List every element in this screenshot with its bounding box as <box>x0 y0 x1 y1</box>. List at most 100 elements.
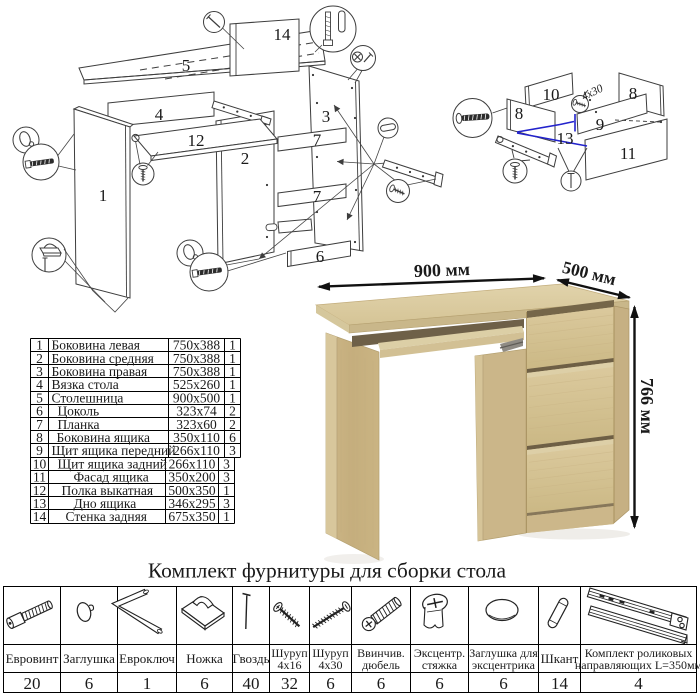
svg-text:Боковина правая: Боковина правая <box>52 364 148 379</box>
svg-text:2: 2 <box>241 149 250 168</box>
svg-text:Евроключ: Евроключ <box>119 651 175 666</box>
svg-text:дюбель: дюбель <box>362 658 400 672</box>
svg-text:Столешница: Столешница <box>52 390 124 405</box>
svg-text:3: 3 <box>223 470 230 485</box>
svg-text:1: 1 <box>229 364 236 379</box>
svg-text:6: 6 <box>316 247 325 266</box>
svg-text:11: 11 <box>33 470 46 485</box>
svg-text:Щит ящика передний: Щит ящика передний <box>52 443 176 458</box>
svg-text:3: 3 <box>223 496 230 511</box>
svg-text:323х60: 323х60 <box>176 417 217 432</box>
svg-text:32: 32 <box>281 674 298 693</box>
svg-text:направляющих L=350мм: направляющих L=350мм <box>575 658 700 672</box>
svg-text:6: 6 <box>85 674 94 693</box>
svg-text:10: 10 <box>33 456 47 471</box>
svg-text:Полка выкатная: Полка выкатная <box>62 483 154 498</box>
svg-text:Эксцентр.: Эксцентр. <box>414 646 465 660</box>
svg-text:Стенка задняя: Стенка задняя <box>66 509 148 524</box>
svg-text:346х295: 346х295 <box>168 496 216 511</box>
svg-text:Планка: Планка <box>58 417 100 432</box>
svg-text:500х350: 500х350 <box>168 483 216 498</box>
svg-text:3: 3 <box>36 364 43 379</box>
svg-text:40: 40 <box>243 674 260 693</box>
svg-text:Дно ящика: Дно ящика <box>74 496 137 511</box>
svg-text:Боковина средняя: Боковина средняя <box>52 351 154 366</box>
svg-text:9: 9 <box>36 443 43 458</box>
svg-text:10: 10 <box>543 85 560 104</box>
svg-text:525х260: 525х260 <box>173 377 221 392</box>
svg-text:1: 1 <box>229 351 236 366</box>
svg-text:Евровинт: Евровинт <box>6 651 59 666</box>
svg-text:Ножка: Ножка <box>186 651 223 666</box>
svg-text:1: 1 <box>223 509 230 524</box>
svg-text:3: 3 <box>223 456 230 471</box>
svg-text:8: 8 <box>515 104 524 123</box>
svg-text:750х388: 750х388 <box>173 338 221 353</box>
svg-text:350х110: 350х110 <box>173 430 220 445</box>
svg-text:эксцентрика: эксцентрика <box>472 658 536 672</box>
svg-text:6: 6 <box>326 674 335 693</box>
svg-text:7: 7 <box>313 131 322 150</box>
svg-text:Цоколь: Цоколь <box>58 404 100 419</box>
svg-text:4х30: 4х30 <box>319 658 343 672</box>
svg-text:12: 12 <box>188 131 205 150</box>
svg-text:Ввинчив.: Ввинчив. <box>357 646 405 660</box>
svg-text:266х110: 266х110 <box>169 456 216 471</box>
svg-text:6: 6 <box>36 404 43 419</box>
svg-text:14: 14 <box>33 509 47 524</box>
svg-text:1: 1 <box>229 377 236 392</box>
svg-text:4: 4 <box>155 105 164 124</box>
svg-text:4: 4 <box>634 674 643 693</box>
svg-text:Щит ящика задний: Щит ящика задний <box>58 456 168 471</box>
svg-text:266х110: 266х110 <box>173 443 220 458</box>
svg-text:675х350: 675х350 <box>168 509 216 524</box>
svg-text:Заглушка: Заглушка <box>63 651 115 666</box>
svg-text:900 мм: 900 мм <box>414 259 471 281</box>
svg-text:3: 3 <box>229 443 236 458</box>
svg-text:500 мм: 500 мм <box>560 257 618 289</box>
svg-text:7: 7 <box>313 187 322 206</box>
svg-text:1: 1 <box>36 338 43 353</box>
svg-text:6: 6 <box>229 430 236 445</box>
svg-text:Фасад ящика: Фасад ящика <box>74 470 149 485</box>
svg-text:750х388: 750х388 <box>173 351 221 366</box>
svg-text:13: 13 <box>33 496 47 511</box>
svg-text:11: 11 <box>620 144 636 163</box>
svg-text:900х500: 900х500 <box>173 390 221 405</box>
svg-text:6: 6 <box>200 674 209 693</box>
svg-text:14: 14 <box>274 25 292 44</box>
svg-text:Шуруп: Шуруп <box>312 646 349 660</box>
svg-text:323х74: 323х74 <box>176 404 217 419</box>
svg-text:5: 5 <box>182 56 191 75</box>
svg-text:14: 14 <box>551 674 569 693</box>
svg-text:13: 13 <box>557 129 574 148</box>
svg-text:4: 4 <box>36 377 43 392</box>
svg-text:Шкант: Шкант <box>541 651 579 666</box>
svg-text:3: 3 <box>322 107 331 126</box>
svg-text:1: 1 <box>223 483 230 498</box>
svg-text:4х16: 4х16 <box>278 658 302 672</box>
svg-text:1: 1 <box>229 390 236 405</box>
svg-text:6: 6 <box>499 674 508 693</box>
svg-text:766 мм: 766 мм <box>637 378 657 434</box>
svg-text:2: 2 <box>36 351 43 366</box>
svg-text:8: 8 <box>629 84 638 103</box>
svg-text:1: 1 <box>143 674 152 693</box>
svg-text:350х200: 350х200 <box>168 470 216 485</box>
svg-text:1: 1 <box>229 338 236 353</box>
svg-text:стяжка: стяжка <box>422 658 458 672</box>
svg-text:2: 2 <box>229 404 236 419</box>
svg-text:750х388: 750х388 <box>173 364 221 379</box>
svg-text:Боковина ящика: Боковина ящика <box>57 430 151 445</box>
svg-text:Гвоздь: Гвоздь <box>232 651 269 666</box>
svg-text:Вязка стола: Вязка стола <box>52 377 119 392</box>
svg-text:Шуруп: Шуруп <box>271 646 308 660</box>
svg-text:8: 8 <box>36 430 43 445</box>
svg-text:6: 6 <box>377 674 386 693</box>
svg-text:4х30: 4х30 <box>580 82 606 103</box>
svg-text:Комплект роликовых: Комплект роликовых <box>585 646 693 660</box>
svg-text:9: 9 <box>596 115 605 134</box>
svg-text:5: 5 <box>36 390 43 405</box>
svg-text:7: 7 <box>36 417 43 432</box>
svg-text:Боковина левая: Боковина левая <box>52 338 140 353</box>
